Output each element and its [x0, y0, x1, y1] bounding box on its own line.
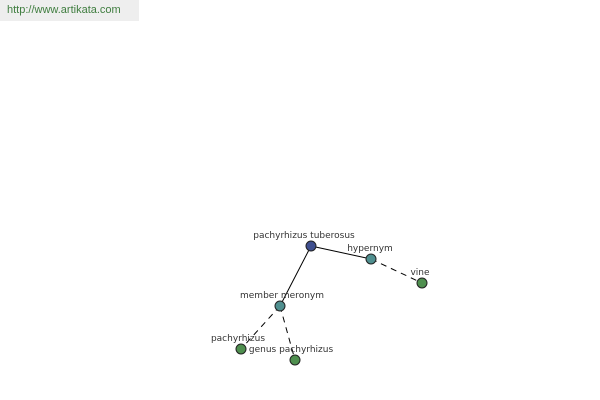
site-url-label[interactable]: http://www.artikata.com — [0, 0, 139, 21]
edge-root-hypernym — [310, 245, 372, 260]
node-pachyrhizus[interactable] — [235, 343, 247, 355]
node-label-pachyrhizus: pachyrhizus — [211, 334, 265, 344]
node-hypernym[interactable] — [365, 253, 377, 265]
node-root[interactable] — [305, 240, 317, 252]
edge-member-meronym-pachyrhizus — [240, 305, 281, 350]
edge-root-member-meronym — [279, 245, 312, 307]
edge-member-meronym-genus-pachyrhizus — [279, 305, 296, 361]
node-label-vine: vine — [410, 268, 430, 278]
node-vine[interactable] — [416, 277, 428, 289]
node-label-member-meronym: member meronym — [240, 291, 324, 301]
node-label-genus-pachyrhizus: genus pachyrhizus — [249, 345, 334, 355]
edge-hypernym-vine — [370, 258, 423, 284]
node-label-hypernym: hypernym — [347, 244, 393, 254]
node-genus-pachyrhizus[interactable] — [289, 354, 301, 366]
node-label-root: pachyrhizus tuberosus — [253, 231, 355, 241]
node-member-meronym[interactable] — [274, 300, 286, 312]
